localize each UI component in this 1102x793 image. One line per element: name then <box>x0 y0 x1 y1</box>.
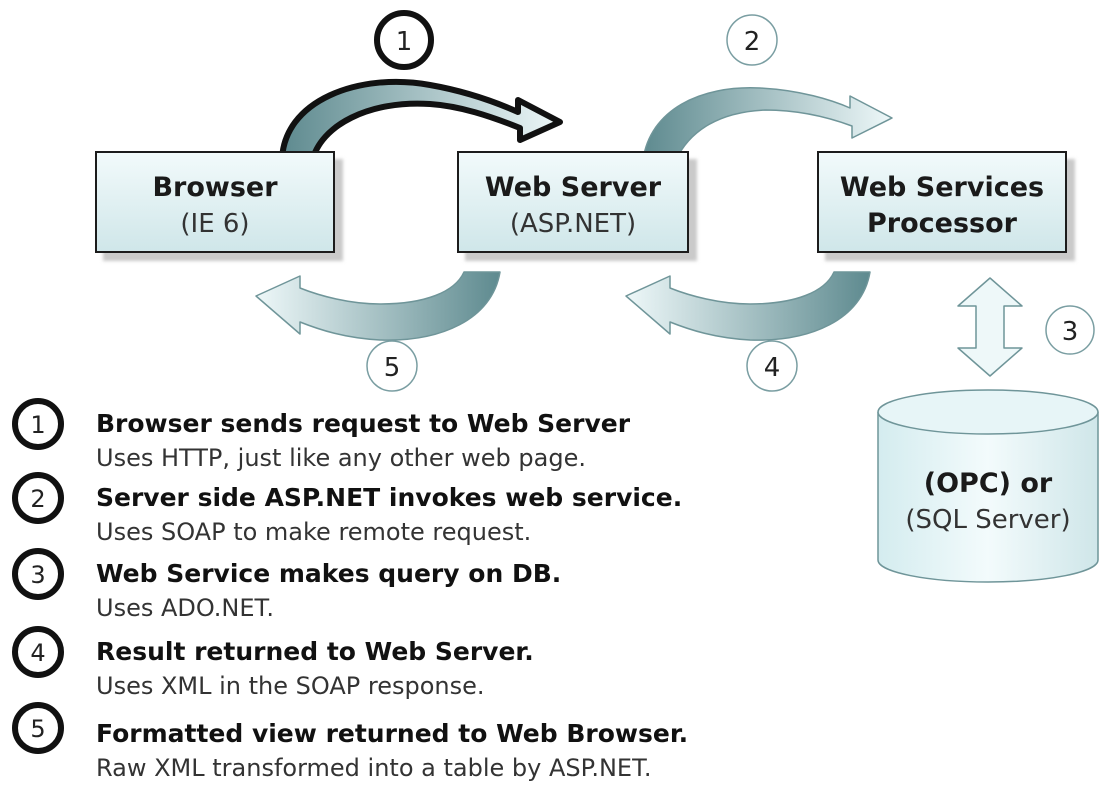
marker-5: 5 <box>366 340 418 392</box>
step-1: 1 Browser sends request to Web Server Us… <box>12 398 631 472</box>
step-2-number: 2 <box>30 485 45 513</box>
marker-1: 1 <box>374 10 434 70</box>
step-2-description: Uses SOAP to make remote request. <box>96 518 531 546</box>
svg-text:5: 5 <box>384 353 401 383</box>
marker-2: 2 <box>726 14 778 66</box>
arrow-webserver-to-processor <box>642 87 893 161</box>
marker-4: 4 <box>746 340 798 392</box>
web-server-subtitle: (ASP.NET) <box>510 209 636 239</box>
svg-text:4: 4 <box>764 353 781 383</box>
step-4-description: Uses XML in the SOAP response. <box>96 672 485 700</box>
step-1-title: Browser sends request to Web Server <box>96 409 631 438</box>
step-5: 5 Formatted view returned to Web Browser… <box>12 702 688 782</box>
arrow-webserver-to-browser <box>255 271 501 341</box>
step-4-title: Result returned to Web Server. <box>96 637 534 666</box>
svg-text:3: 3 <box>1062 317 1079 347</box>
arrow-processor-to-webserver <box>625 271 871 341</box>
web-server-box: Web Server (ASP.NET) <box>457 151 689 253</box>
step-4: 4 Result returned to Web Server. Uses XM… <box>12 626 534 700</box>
step-3: 3 Web Service makes query on DB. Uses AD… <box>12 548 561 622</box>
database-subtitle: (SQL Server) <box>905 505 1070 535</box>
svg-text:2: 2 <box>744 27 761 57</box>
arrow-browser-to-webserver <box>279 78 563 165</box>
step-legend: 1 Browser sends request to Web Server Us… <box>12 398 688 782</box>
browser-title: Browser <box>152 172 278 203</box>
browser-box: Browser (IE 6) <box>95 151 335 253</box>
processor-box: Web Services Processor <box>817 151 1067 253</box>
marker-3: 3 <box>1045 305 1095 355</box>
step-3-description: Uses ADO.NET. <box>96 594 274 622</box>
step-1-description: Uses HTTP, just like any other web page. <box>96 444 586 472</box>
step-3-title: Web Service makes query on DB. <box>96 559 561 588</box>
processor-title-line2: Processor <box>867 208 1018 239</box>
step-5-description: Raw XML transformed into a table by ASP.… <box>96 754 652 782</box>
step-5-number: 5 <box>30 715 45 743</box>
database-cylinder: (OPC) or (SQL Server) <box>877 389 1099 583</box>
processor-title-line1: Web Services <box>840 172 1044 203</box>
database-title: (OPC) or <box>924 468 1053 499</box>
arrow-processor-database <box>957 277 1023 377</box>
step-4-number: 4 <box>30 639 45 667</box>
browser-subtitle: (IE 6) <box>180 209 249 239</box>
step-3-number: 3 <box>30 561 45 589</box>
svg-text:1: 1 <box>396 27 413 57</box>
step-5-title: Formatted view returned to Web Browser. <box>96 719 688 748</box>
web-server-title: Web Server <box>485 172 662 203</box>
step-1-number: 1 <box>30 411 45 439</box>
step-2-title: Server side ASP.NET invokes web service. <box>96 483 682 512</box>
step-2: 2 Server side ASP.NET invokes web servic… <box>12 472 682 546</box>
